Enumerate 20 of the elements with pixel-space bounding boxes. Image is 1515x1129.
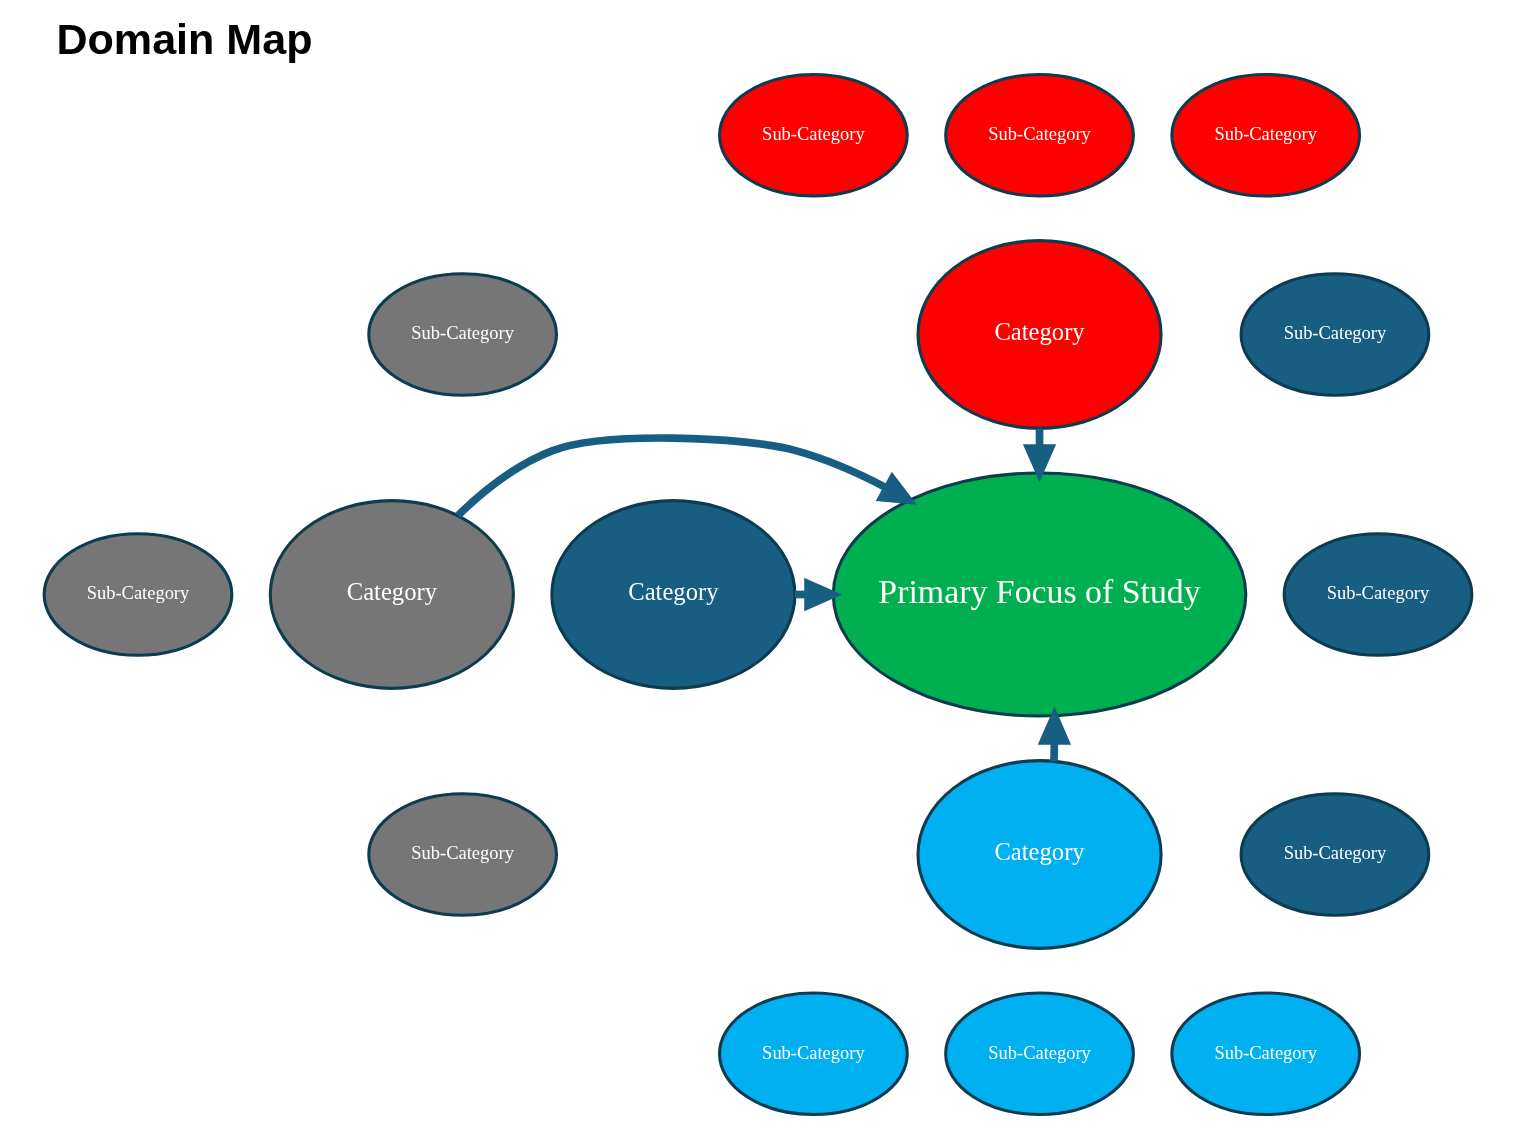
arrow	[1037, 706, 1071, 762]
node-ellipse: Category	[549, 499, 796, 690]
node-ellipse: Sub-Category	[1169, 991, 1361, 1117]
arrow	[454, 434, 917, 519]
diagram-title: Domain Map	[55, 14, 312, 63]
node-ellipse: Sub-Category	[366, 272, 558, 397]
node-ellipse: Category	[915, 239, 1163, 430]
node-ellipse: Category	[915, 759, 1163, 950]
node-ellipse: Sub-Category	[943, 72, 1135, 198]
node-ellipse: Sub-Category	[1282, 532, 1473, 657]
node-ellipse: Sub-Category	[717, 991, 909, 1117]
node-ellipse: Sub-Category	[366, 792, 558, 917]
node-ellipse: Sub-Category	[1169, 72, 1361, 198]
node-ellipse: Sub-Category	[1239, 272, 1430, 397]
node-ellipse: Sub-Category	[42, 532, 233, 657]
arrow	[1022, 428, 1056, 483]
node-ellipse: Sub-Category	[1239, 792, 1430, 917]
node-ellipse: Category	[268, 499, 515, 690]
node-ellipse: Sub-Category	[943, 991, 1135, 1117]
node-ellipse: Sub-Category	[717, 72, 909, 198]
